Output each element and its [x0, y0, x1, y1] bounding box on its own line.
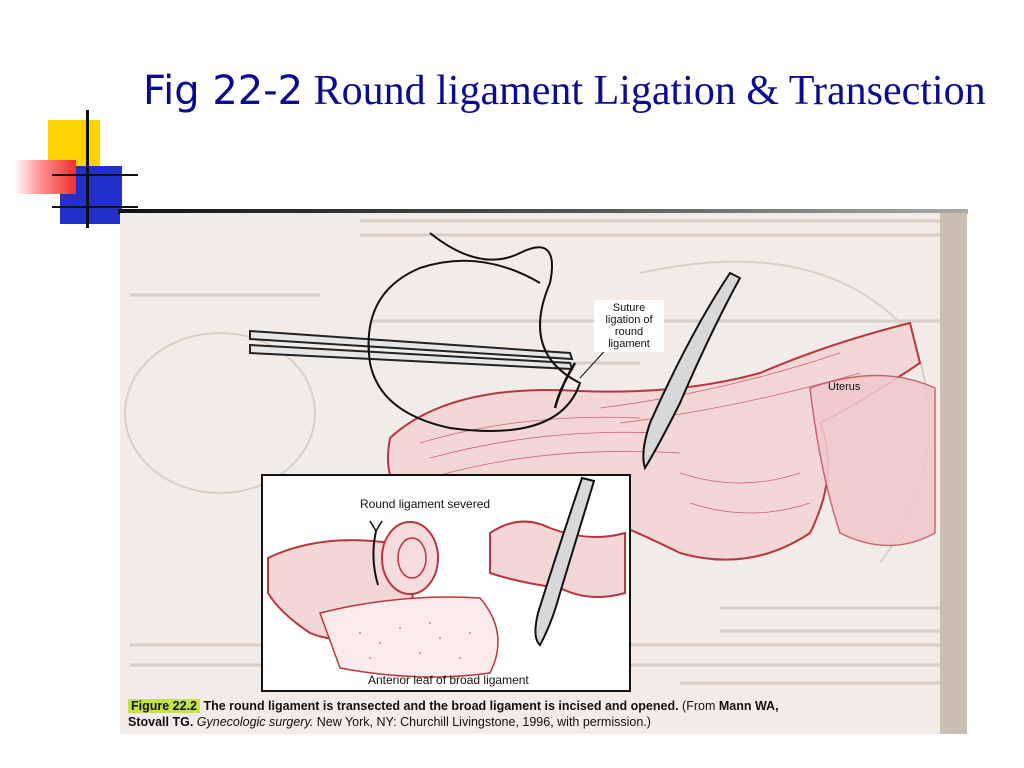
caption-figure-number: Figure 22.2: [128, 699, 200, 713]
title-divider: [118, 209, 968, 214]
slide-title-figure-number: Fig 22-2: [143, 68, 304, 114]
label-anterior-leaf: Anterior leaf of broad ligament: [368, 673, 529, 687]
logo-horizontal-line-top: [52, 174, 138, 176]
illustration-drawing: [124, 213, 967, 734]
label-round-ligament-severed: Round ligament severed: [360, 497, 491, 511]
slide-title: Fig 22-2 Round ligament Ligation & Trans…: [143, 64, 1003, 120]
label-uterus: Uterus: [828, 381, 861, 393]
slide-logo-decoration: [0, 0, 140, 240]
caption-book-title: Gynecologic surgery.: [193, 715, 314, 729]
logo-vertical-line: [86, 110, 89, 228]
logo-red-bar: [14, 160, 76, 194]
logo-horizontal-line-bottom: [52, 206, 138, 208]
caption-bold-text: The round ligament is transected and the…: [200, 699, 679, 713]
caption-publisher: New York, NY: Churchill Livingstone, 199…: [313, 715, 651, 729]
caption-from-text: (From: [678, 699, 719, 713]
label-suture-ligation: Suture ligation of round ligament: [594, 300, 664, 352]
surgical-illustration: Suture ligation of round ligament Uterus…: [120, 213, 967, 734]
figure-caption: Figure 22.2 The round ligament is transe…: [128, 698, 967, 730]
slide-title-text: Round ligament Ligation & Transection: [303, 68, 986, 114]
caption-author-1: Mann WA,: [718, 699, 779, 713]
caption-author-2: Stovall TG.: [128, 715, 194, 729]
